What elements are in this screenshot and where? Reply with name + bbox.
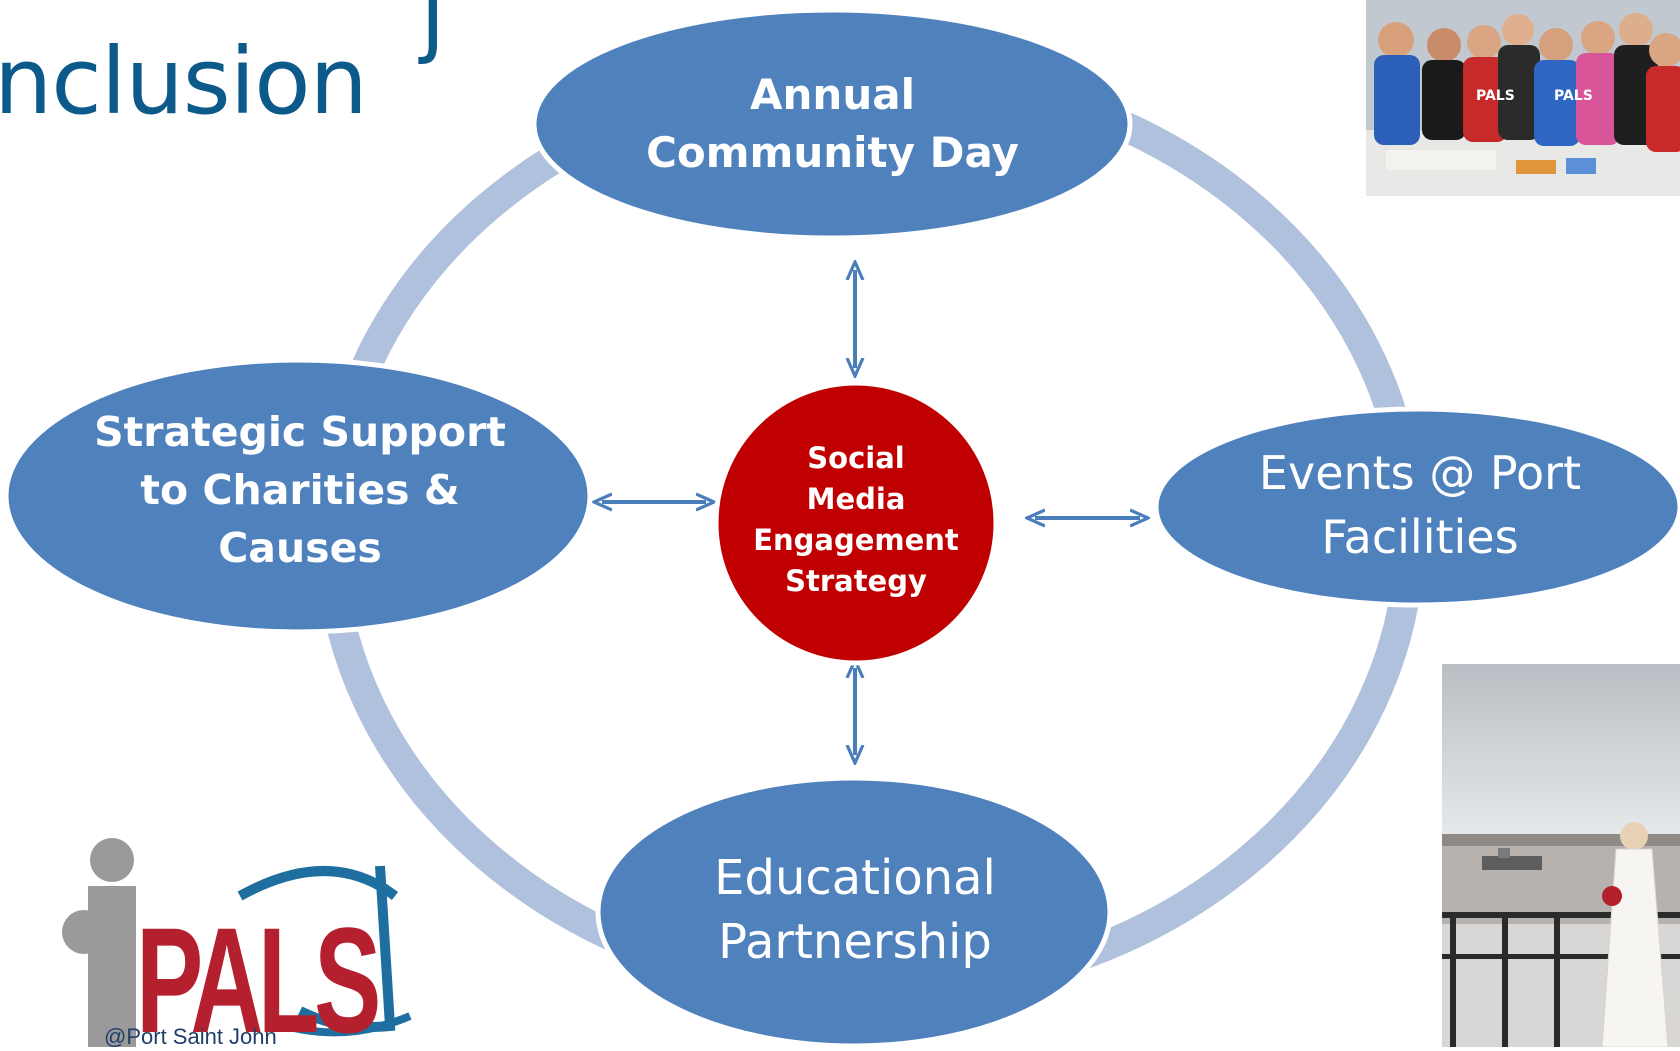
node-bottom-shape [595,775,1113,1047]
node-right-label: Events @ Port Facilities [1258,446,1582,564]
pals-logo: PALS @Port Saint John [40,836,420,1051]
pals-logo-mark: PALS [62,838,412,1051]
node-top-label: Annual Community Day [646,70,1019,177]
node-left-shape [3,357,593,635]
node-right-shape [1153,406,1680,608]
volunteers-photo: PALS PALS [1366,0,1680,196]
logo-subtitle: @Port Saint John [104,1024,277,1049]
node-left-label: Strategic Support to Charities & Causes [94,408,506,572]
shirt-text-2: PALS [1554,88,1593,104]
waterfront-wedding-photo [1442,664,1680,1047]
slide-title: nclusion [0,28,368,135]
node-top-shape [531,7,1133,241]
shirt-text: PALS [1476,88,1515,104]
waterfront-illustration [1442,664,1680,1047]
volunteers-illustration: PALS PALS [1366,0,1680,196]
center-node-label: Social Media Engagement Strategy [753,441,959,598]
logo-wordmark: PALS [136,896,378,1047]
center-node-shape [713,380,999,666]
node-bottom-label: Educational Partnership [714,850,996,970]
title-partial-line: j [420,0,446,67]
